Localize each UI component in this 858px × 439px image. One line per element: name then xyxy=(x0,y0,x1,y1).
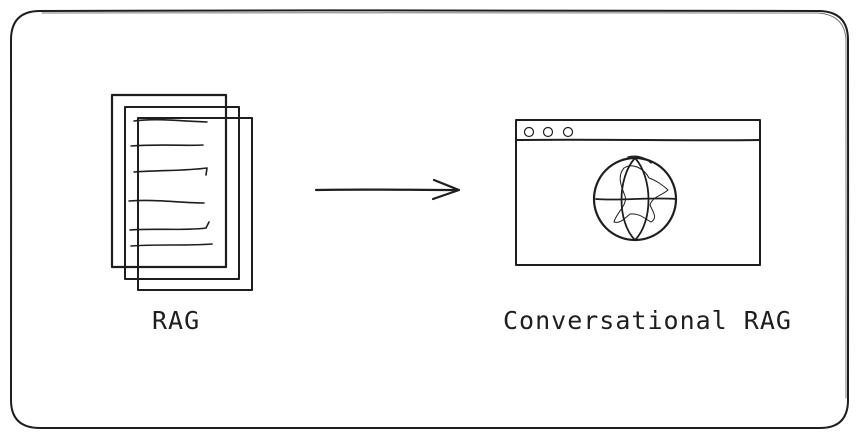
document-page-middle xyxy=(124,106,240,280)
label-conversational-rag: Conversational RAG xyxy=(503,306,792,335)
window-maximize-dot xyxy=(562,126,574,138)
window-minimize-dot xyxy=(542,126,554,138)
document-text-lines xyxy=(128,118,213,247)
label-rag: RAG xyxy=(152,306,201,335)
browser-globe-icon xyxy=(515,119,761,266)
globe-land xyxy=(613,165,669,223)
globe-icon xyxy=(592,155,678,242)
document-stack-icon xyxy=(110,93,253,291)
arrow-right-icon xyxy=(314,178,461,201)
document-page-back xyxy=(137,117,253,291)
window-close-dot xyxy=(523,126,535,138)
browser-titlebar-divider xyxy=(515,138,761,142)
document-page-front xyxy=(110,93,228,269)
browser-window xyxy=(515,119,761,266)
outer-frame xyxy=(9,9,850,430)
